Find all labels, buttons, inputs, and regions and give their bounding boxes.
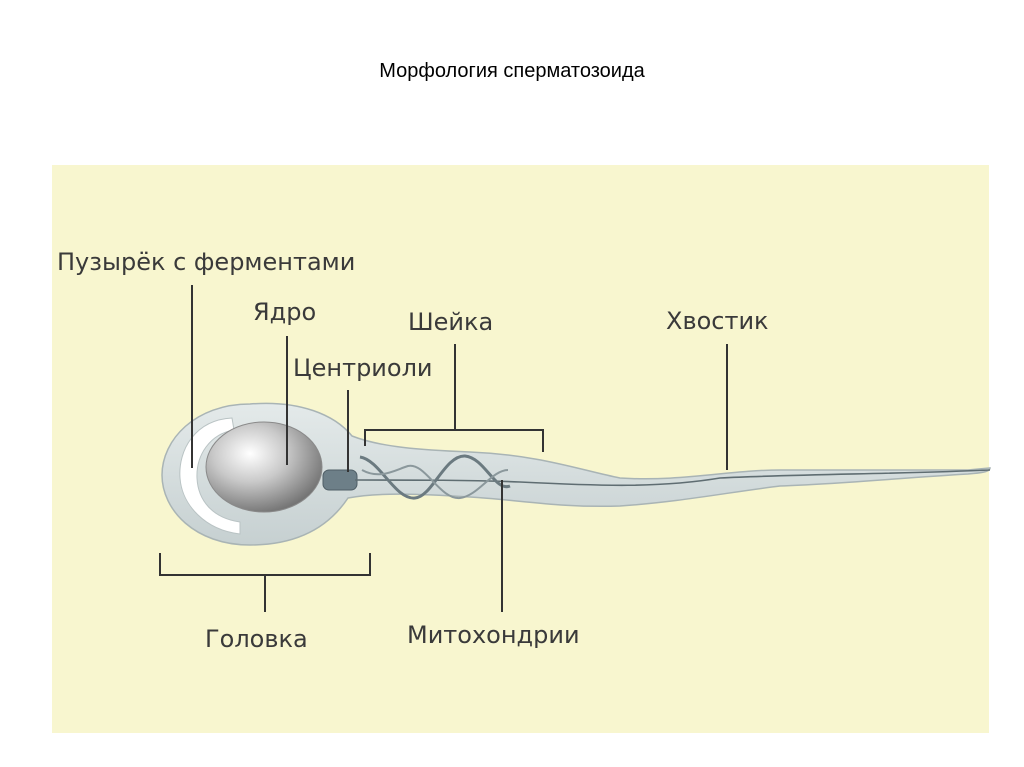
neck-bracket: [364, 429, 544, 452]
enzyme-vesicle: [179, 417, 241, 535]
nucleus: [205, 421, 323, 513]
label-centrioles: Центриоли: [293, 354, 433, 382]
label-neck: Шейка: [408, 308, 494, 336]
label-enzyme-vesicle: Пузырёк с ферментами: [57, 248, 356, 276]
axial-filament: [354, 469, 991, 487]
label-tail: Хвостик: [666, 307, 769, 335]
mitochondria-spiral: [359, 454, 511, 500]
label-mitochondria: Митохондрии: [407, 621, 580, 649]
mitochondria-spiral-back: [361, 464, 509, 500]
slide-title: Морфология сперматозоида: [379, 60, 645, 82]
label-nucleus: Ядро: [253, 298, 317, 326]
head-bracket: [159, 553, 371, 576]
centrioles: [322, 469, 358, 491]
sperm-cell-body: [161, 402, 991, 546]
label-head: Головка: [205, 625, 308, 653]
